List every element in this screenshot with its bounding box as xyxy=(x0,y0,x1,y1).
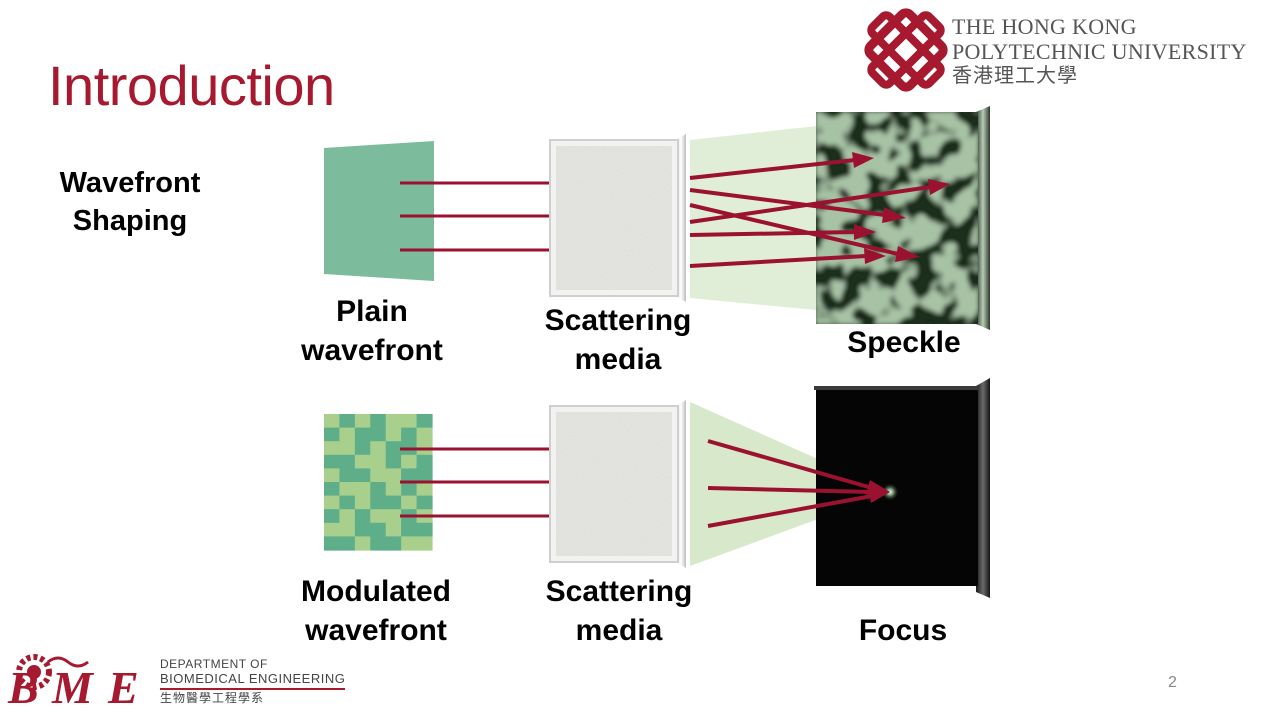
focused-light-cone xyxy=(690,402,892,566)
mod-caption-line1: Modulated xyxy=(301,575,451,608)
scattering-media-bottom xyxy=(549,400,686,568)
svg-text:B: B xyxy=(7,662,39,713)
focus-screen xyxy=(814,378,990,598)
scatter-caption-top-line1: Scattering xyxy=(544,304,692,337)
mod-caption-line2: wavefront xyxy=(305,614,447,647)
modulated-wavefront-caption: Modulated wavefront xyxy=(290,572,462,650)
plain-caption-line2: wavefront xyxy=(301,334,443,367)
department-line1: DEPARTMENT OF xyxy=(160,657,268,671)
plain-wavefront-plate xyxy=(324,141,434,281)
topic-line-2: Shaping xyxy=(72,205,188,237)
department-line3: 生物醫學工程學系 xyxy=(160,691,265,705)
scattered-arrows-top xyxy=(689,152,950,268)
slide-title: Introduction xyxy=(48,54,335,117)
university-name-zh: 香港理工大學 xyxy=(952,65,1078,87)
scattering-media-caption-bottom: Scattering media xyxy=(536,572,702,650)
page-number: 2 xyxy=(1168,674,1177,691)
university-name-line1: THE HONG KONG xyxy=(952,14,1137,39)
modulated-wavefront-plate xyxy=(324,414,433,551)
svg-text:E: E xyxy=(107,662,139,713)
topic-line-1: Wavefront xyxy=(59,167,201,199)
scattering-media-top xyxy=(549,134,686,302)
university-name-line2: POLYTECHNIC UNIVERSITY xyxy=(952,39,1247,64)
focused-arrows xyxy=(707,439,890,528)
department-line2: BIOMEDICAL ENGINEERING xyxy=(160,671,346,690)
bme-logo-icon: B M E xyxy=(7,654,139,713)
plain-wavefront-caption: Plain wavefront xyxy=(296,292,448,370)
svg-text:M: M xyxy=(51,662,95,713)
plain-caption-line1: Plain xyxy=(336,295,408,328)
topic-label: Wavefront Shaping xyxy=(52,164,208,240)
polyu-logo-icon xyxy=(864,8,948,92)
speckle-caption: Speckle xyxy=(847,326,961,359)
university-name: THE HONG KONG POLYTECHNIC UNIVERSITY 香港理… xyxy=(952,14,1247,89)
scatter-caption-bottom-line1: Scattering xyxy=(545,575,693,608)
scatter-caption-bottom-line2: media xyxy=(575,614,663,647)
scattering-media-caption-top: Scattering media xyxy=(536,301,700,379)
scatter-caption-top-line2: media xyxy=(574,343,662,376)
focus-caption: Focus xyxy=(858,614,948,647)
department-name: DEPARTMENT OF BIOMEDICAL ENGINEERING 生物醫… xyxy=(160,657,346,706)
